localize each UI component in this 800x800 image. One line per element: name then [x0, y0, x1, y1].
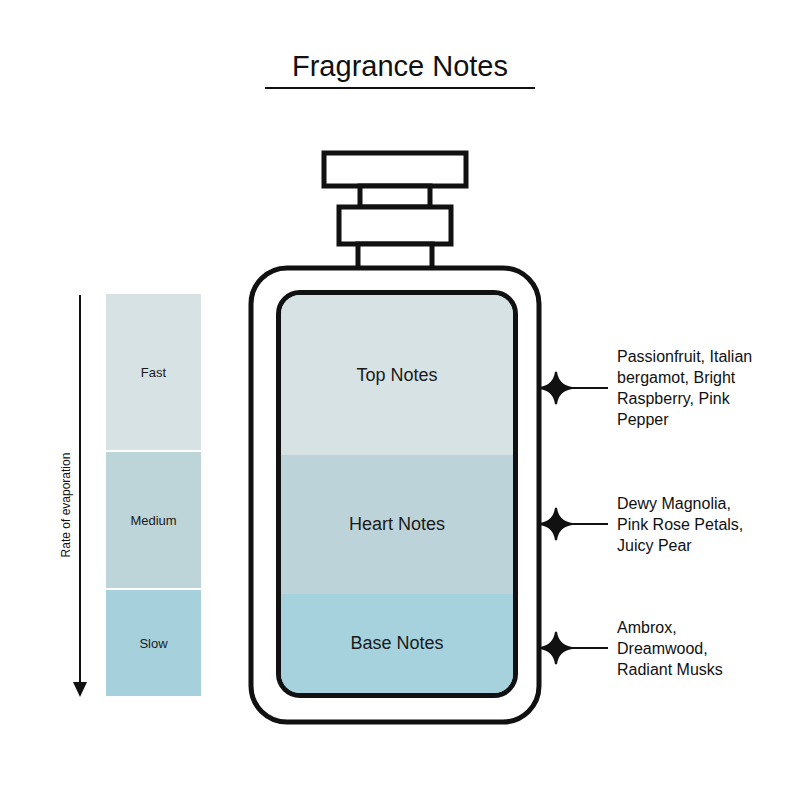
rate-arrow	[79, 295, 81, 688]
star-symbol	[540, 632, 572, 664]
rate-band: Slow	[106, 590, 201, 696]
note-layer: Heart Notes	[281, 455, 513, 594]
bottle-cap	[324, 153, 466, 186]
band-label: Base Notes	[350, 633, 443, 654]
note-list: Ambrox, Dreamwood, Radiant Musks	[617, 617, 753, 680]
leader-line	[572, 647, 608, 649]
bottle-liquid: Top NotesHeart NotesBase Notes	[276, 290, 518, 698]
band-label: Slow	[139, 636, 167, 651]
band-label: Medium	[130, 513, 176, 528]
leader-line	[572, 523, 608, 525]
title-underline	[265, 87, 535, 89]
note-layer: Top Notes	[281, 295, 513, 455]
diagram-title: Fragrance Notes	[0, 50, 800, 83]
note-layer: Base Notes	[281, 594, 513, 693]
bottle-collar	[339, 207, 451, 244]
note-list: Dewy Magnolia, Pink Rose Petals, Juicy P…	[617, 493, 753, 556]
cap-stem	[360, 186, 430, 207]
rate-band: Fast	[106, 294, 201, 450]
band-label: Top Notes	[356, 365, 437, 386]
rate-band: Medium	[106, 452, 201, 588]
arrow-head	[73, 682, 87, 697]
star-symbol	[540, 508, 572, 540]
star-symbol	[540, 372, 572, 404]
band-label: Heart Notes	[349, 514, 445, 535]
bottle-body	[251, 268, 539, 722]
axis-label: Rate of evaporation	[59, 453, 73, 558]
note-list: Passionfruit, Italian bergamot, Bright R…	[617, 346, 753, 430]
leader-line	[572, 387, 608, 389]
band-label: Fast	[141, 365, 166, 380]
